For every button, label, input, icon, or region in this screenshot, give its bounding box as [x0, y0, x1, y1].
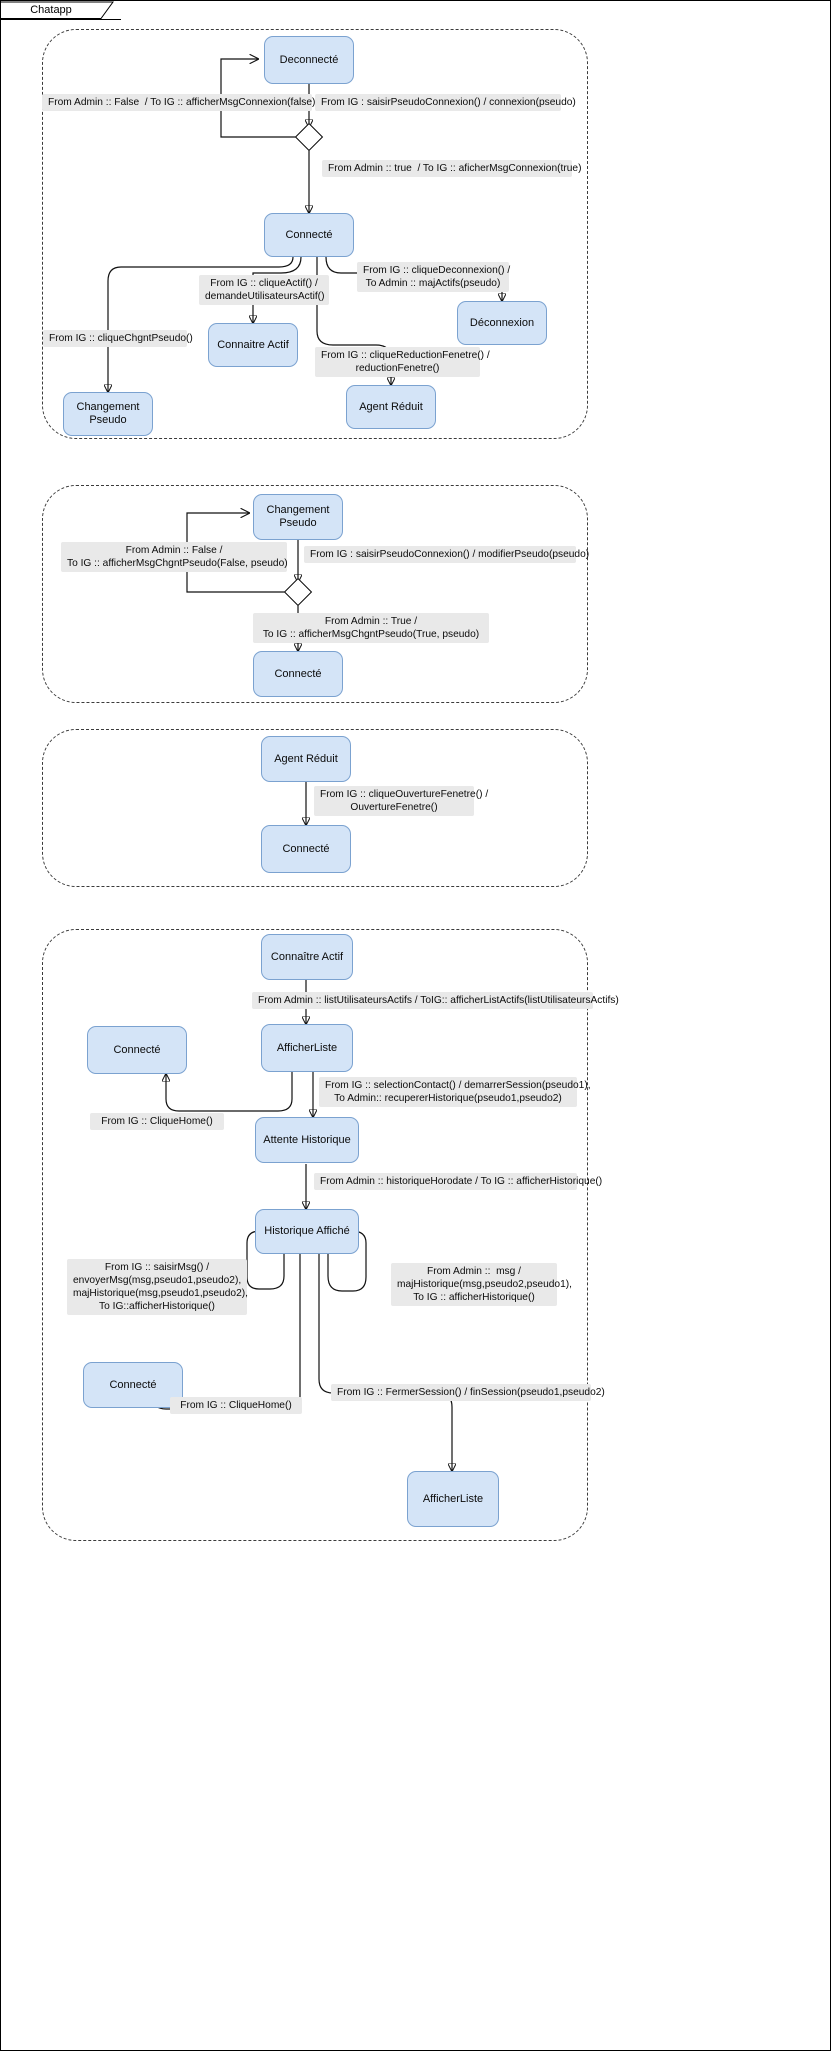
transition-label-admin-false-connexion: From Admin :: False / To IG :: afficherM…	[42, 94, 315, 111]
state-afficher-liste-1[interactable]: AfficherListe	[261, 1024, 353, 1072]
transition-label-admin-true-chgnt: From Admin :: True / To IG :: afficherMs…	[253, 613, 489, 643]
state-label: Agent Réduit	[274, 752, 338, 765]
state-label: Connecté	[282, 842, 330, 855]
state-label: Agent Réduit	[359, 400, 423, 413]
transition-label-fermer-session: From IG :: FermerSession() / finSession(…	[331, 1384, 605, 1401]
state-connecte-4[interactable]: Connecté	[87, 1026, 187, 1074]
window-title: Chatapp	[30, 4, 72, 16]
state-label: Connaitre Actif	[217, 338, 289, 351]
transition-label-clique-reduction-fenetre: From IG :: cliqueReductionFenetre() / re…	[315, 347, 490, 377]
transition-label-clique-deconnexion: From IG :: cliqueDeconnexion() / To Admi…	[357, 262, 510, 292]
state-connecte-1[interactable]: Connecté	[264, 213, 354, 257]
region-session-chat	[42, 929, 588, 1541]
state-historique-affiche[interactable]: Historique Affiché	[255, 1209, 359, 1254]
window-title-tab: Chatapp	[1, 1, 121, 20]
region-changement-pseudo	[42, 485, 588, 703]
state-agent-reduit-2[interactable]: Agent Réduit	[261, 736, 351, 782]
region-agent-reduit	[42, 729, 588, 887]
state-label: AfficherListe	[276, 1041, 338, 1054]
transition-label-clique-home-2: From IG :: CliqueHome()	[170, 1397, 302, 1414]
transition-label-clique-chgnt-pseudo: From IG :: cliqueChgntPseudo()	[43, 330, 193, 347]
state-changement-pseudo-1[interactable]: Changement Pseudo	[63, 392, 153, 436]
state-label: Connecté	[274, 667, 322, 680]
state-connecte-3[interactable]: Connecté	[261, 825, 351, 873]
state-deconnecte[interactable]: Deconnecté	[264, 36, 354, 84]
transition-label-clique-home-1: From IG :: CliqueHome()	[90, 1113, 224, 1130]
transition-label-admin-true-connexion: From Admin :: true / To IG :: aficherMsg…	[322, 160, 581, 177]
state-connecte-5[interactable]: Connecté	[83, 1362, 183, 1408]
transition-label-list-utilisateurs-actifs: From Admin :: listUtilisateursActifs / T…	[252, 992, 619, 1009]
transition-label-saisir-pseudo-modifier: From IG : saisirPseudoConnexion() / modi…	[304, 546, 589, 563]
transition-label-clique-actif: From IG :: cliqueActif() / demandeUtilis…	[199, 275, 329, 305]
state-label: Attente Historique	[263, 1133, 351, 1146]
transition-label-saisir-pseudo-connexion: From IG : saisirPseudoConnexion() / conn…	[315, 94, 576, 111]
state-label: Deconnecté	[279, 53, 339, 66]
state-label: Connecté	[113, 1043, 161, 1056]
transition-label-admin-msg: From Admin :: msg / majHistorique(msg,ps…	[391, 1263, 572, 1306]
state-label: Changement Pseudo	[76, 401, 140, 426]
region-connexion	[42, 29, 588, 439]
state-changement-pseudo-2[interactable]: Changement Pseudo	[253, 494, 343, 540]
state-connaitre-actif-2[interactable]: Connaître Actif	[261, 934, 353, 980]
state-label: Connecté	[109, 1378, 157, 1391]
state-label: AfficherListe	[422, 1492, 484, 1505]
transition-label-selection-contact: From IG :: selectionContact() / demarrer…	[319, 1077, 591, 1107]
transition-label-clique-ouverture-fenetre: From IG :: cliqueOuvertureFenetre() / Ou…	[314, 786, 488, 816]
state-attente-historique[interactable]: Attente Historique	[255, 1117, 359, 1163]
state-label: Connecté	[285, 228, 333, 241]
transition-label-admin-false-chgnt: From Admin :: False / To IG :: afficherM…	[61, 542, 288, 572]
tab-shape-icon	[1, 1, 114, 19]
state-label: Changement Pseudo	[266, 504, 330, 529]
state-connaitre-actif-1[interactable]: Connaitre Actif	[208, 323, 298, 367]
state-deconnexion[interactable]: Déconnexion	[457, 301, 547, 345]
transition-label-saisir-msg: From IG :: saisirMsg() / envoyerMsg(msg,…	[67, 1259, 248, 1315]
state-agent-reduit-1[interactable]: Agent Réduit	[346, 385, 436, 429]
state-label: Historique Affiché	[264, 1225, 350, 1237]
state-afficher-liste-2[interactable]: AfficherListe	[407, 1471, 499, 1527]
state-connecte-2[interactable]: Connecté	[253, 651, 343, 697]
state-label: Connaître Actif	[270, 950, 344, 963]
transition-label-historique-horodate: From Admin :: historiqueHorodate / To IG…	[314, 1173, 602, 1190]
state-label: Déconnexion	[469, 316, 535, 329]
